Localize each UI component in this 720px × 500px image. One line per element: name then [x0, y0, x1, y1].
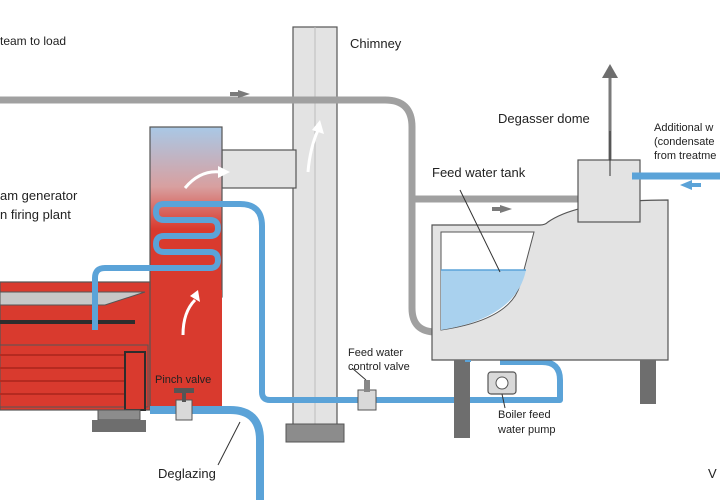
additional-water-label-2: (condensate — [654, 136, 715, 148]
degasser-dome — [577, 159, 641, 223]
flow-arrow-tail — [230, 92, 239, 96]
flow-arrow-icon — [500, 205, 512, 213]
exhaust-arrow-icon — [181, 298, 197, 336]
deglazing-label: Deglazing — [158, 466, 216, 481]
exhaust-arrow-head — [218, 166, 230, 178]
flow-arrow-tail — [691, 183, 701, 187]
pinch-valve-label: Pinch valve — [155, 374, 211, 386]
steam-line — [0, 96, 668, 336]
exhaust-arrow-head — [190, 290, 200, 302]
exhaust-arrow-head — [312, 120, 324, 134]
valve-icon — [175, 399, 193, 421]
control-valve-stem — [364, 380, 370, 392]
tank-leader-line — [459, 189, 501, 273]
exhaust-arrow-icon — [183, 170, 221, 189]
tank-leg — [454, 360, 470, 438]
flow-arrow-icon — [680, 180, 692, 190]
additional-water-label-1: Additional w — [654, 122, 713, 134]
tank-water — [441, 270, 526, 330]
corner-letter-label: V — [708, 466, 717, 481]
tank-leg — [640, 360, 656, 404]
additional-water-label-3: from treatme — [654, 150, 716, 162]
pump-leader-line — [501, 393, 506, 409]
degasser-dome-label: Degasser dome — [498, 111, 590, 126]
chimney-label: Chimney — [350, 36, 402, 51]
pump-impeller — [495, 376, 509, 390]
boiler-pump-label-2: water pump — [497, 424, 555, 436]
feed-water-control-label-1: Feed water — [348, 347, 403, 359]
drum-base — [92, 420, 146, 432]
pinch-valve-stem — [182, 392, 186, 402]
flow-arrow-tail — [492, 207, 501, 211]
feed-water-tank-label: Feed water tank — [432, 165, 526, 180]
flue-duct — [221, 149, 297, 189]
exhaust-arrow-icon — [306, 129, 320, 173]
steam-generator-label-1: am generator — [0, 188, 78, 203]
control-valve-leader-line — [351, 367, 367, 381]
feed-water-control-label-2: control valve — [348, 361, 410, 373]
valve-icon — [357, 389, 377, 411]
burner-end-cap — [124, 351, 146, 411]
steam-generator-furnace — [150, 290, 222, 410]
drum-support — [97, 409, 141, 421]
flow-arrow-icon — [238, 90, 250, 98]
boiler-pump-label-1: Boiler feed — [498, 409, 551, 421]
steam-generator-upper — [149, 126, 223, 298]
steam-to-load-label: team to load — [0, 34, 66, 48]
deglazing-leader-line — [217, 421, 241, 466]
steam-generator-label-2: n firing plant — [0, 207, 71, 222]
chimney-base — [285, 423, 345, 443]
deglazing-pipe — [150, 406, 264, 500]
feed-water-coil — [92, 201, 563, 403]
vent-arrow-icon — [602, 64, 618, 78]
pinch-valve-handle — [174, 388, 194, 393]
